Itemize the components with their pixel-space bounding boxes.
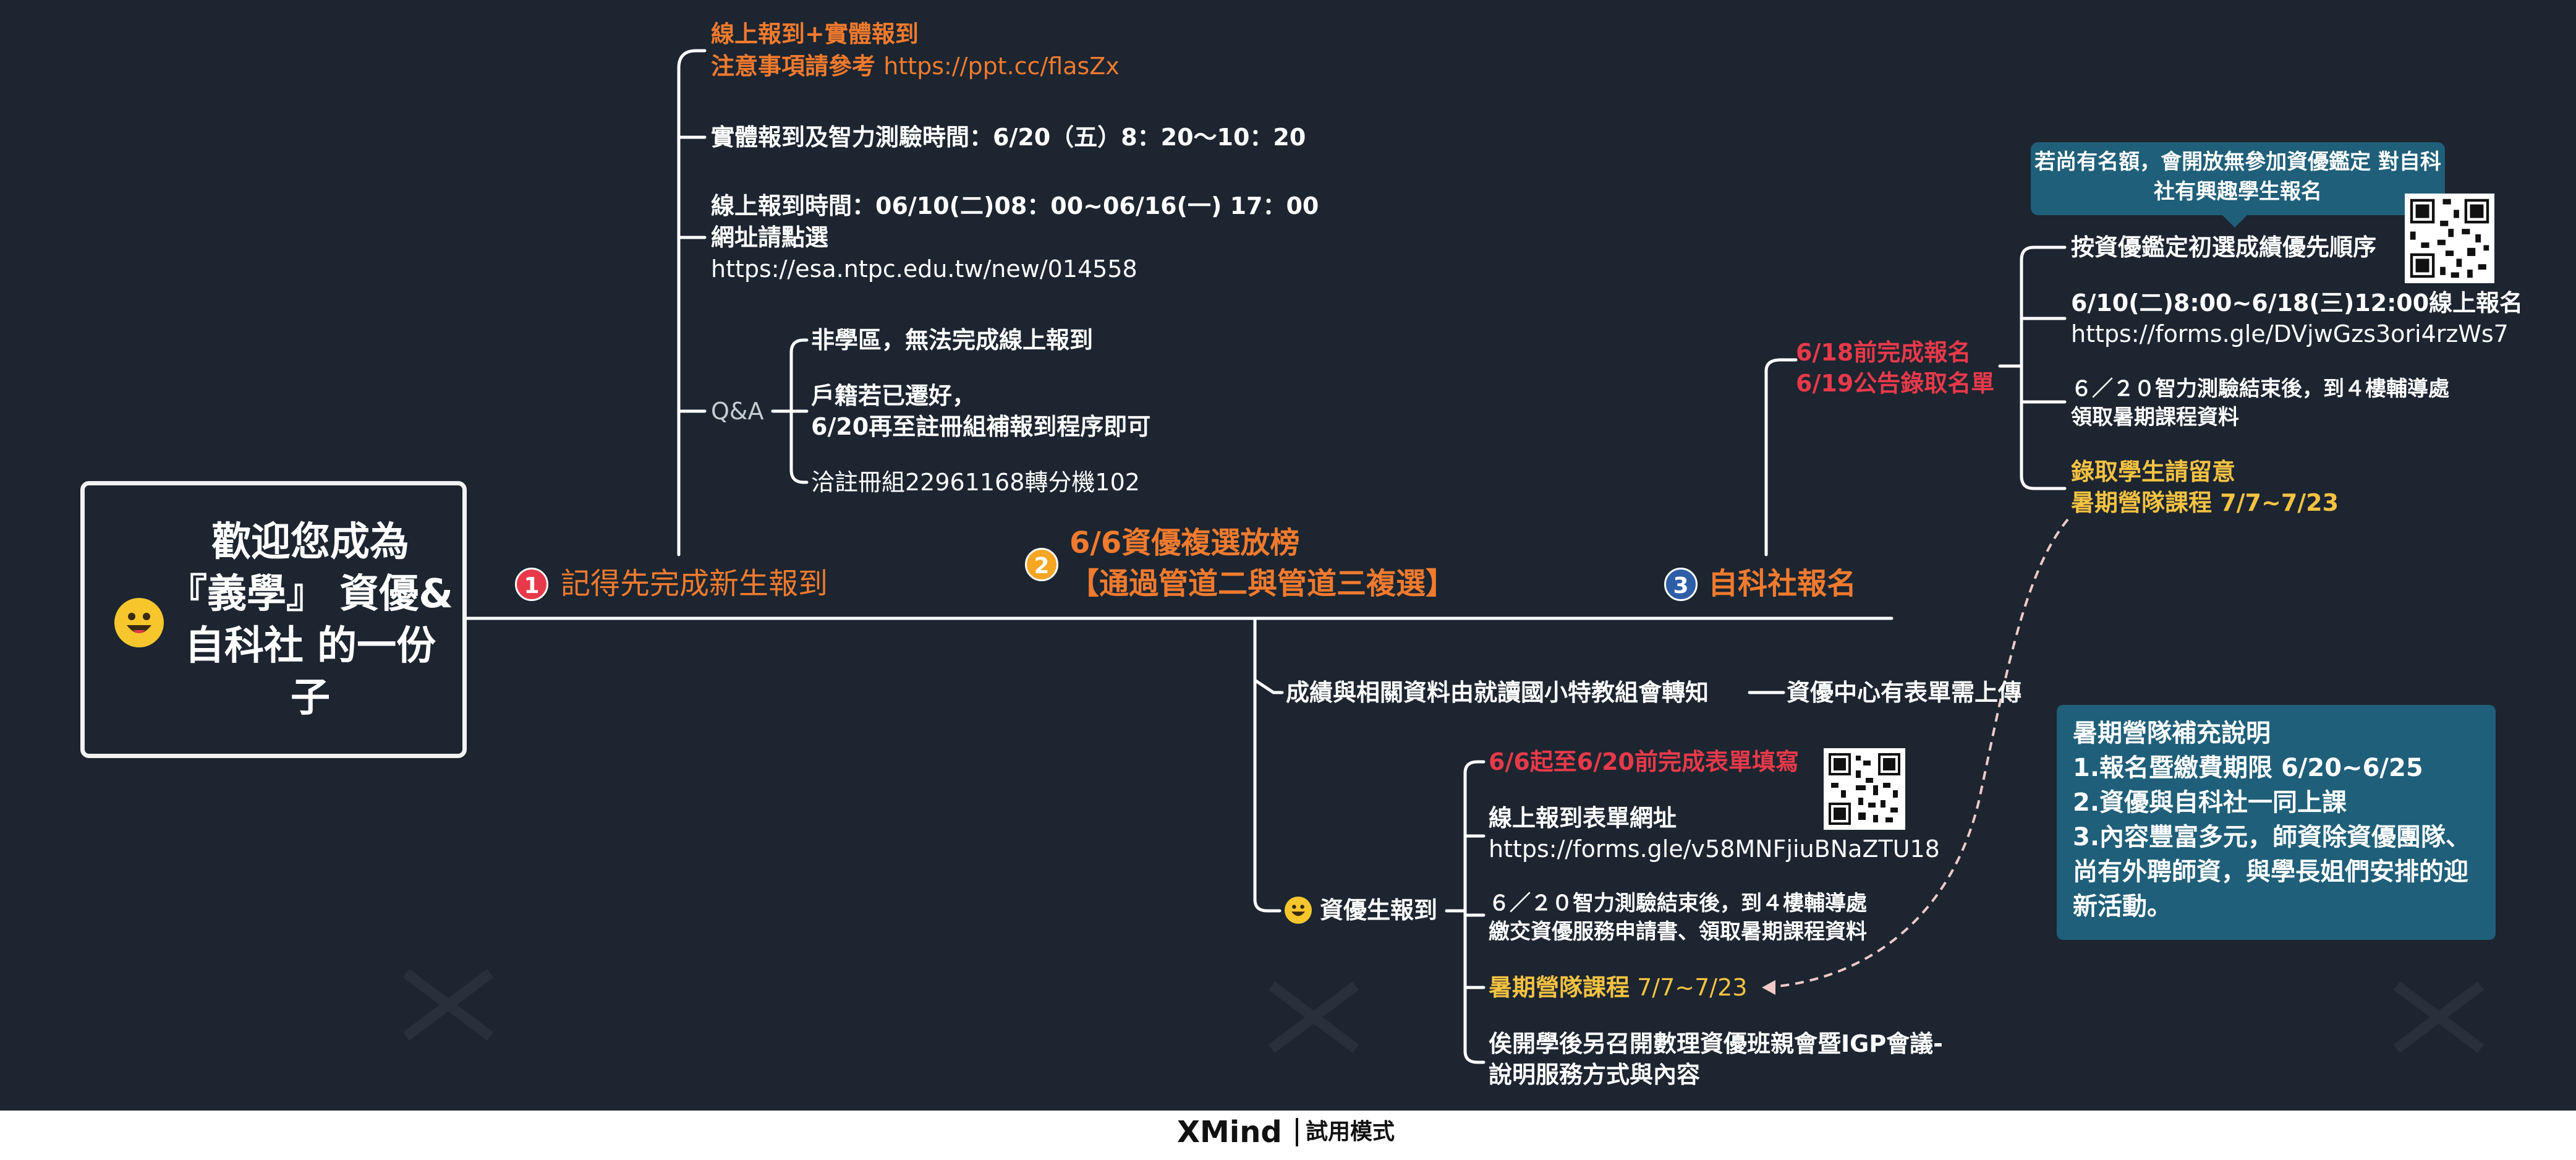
gifted-meeting[interactable]: 說明服務方式與內容 [1489, 1061, 1701, 1088]
smiley-icon [114, 598, 164, 647]
number-3-icon: 3 [1664, 568, 1698, 601]
transfer-note[interactable]: 資優中心有表單需上傳 [1787, 679, 2022, 706]
gifted-form-label[interactable]: 線上報到表單網址 [1489, 804, 1677, 832]
checkin-url[interactable]: https://esa.ntpc.edu.tw/new/014558 [711, 255, 1137, 283]
number-2-icon: 2 [1025, 548, 1058, 581]
trial-mode-label: 試用模式 [1306, 1119, 1395, 1145]
callout-text: 若尚有名額，會開放無參加資優鑑定 對自科社有興趣學生報名 [2034, 150, 2441, 204]
footer-divider [1296, 1118, 1298, 1146]
connector-lines [465, 49, 2069, 1064]
gifted-after-test[interactable]: 繳交資優服務申請書、領取暑期課程資料 [1489, 919, 1867, 944]
url-label: 網址請點選 [711, 224, 829, 251]
qa-item[interactable]: 非學區，無法完成線上報到 [811, 326, 1094, 354]
note-line: 2.資優與自科社一同上課 [2073, 788, 2347, 817]
club-announcement[interactable]: 6/19公告錄取名單 [1796, 370, 1995, 397]
smiley-icon [1285, 897, 1312, 924]
club-deadline[interactable]: 6/18前完成報名 [1796, 339, 1971, 366]
online-physical-checkin[interactable]: 線上報到+實體報到 [711, 20, 919, 48]
qa-item[interactable]: 6/20再至註冊組補報到程序即可 [811, 413, 1151, 440]
branch-1-topic[interactable]: 記得先完成新生報到 [561, 566, 828, 601]
branch-2-topic-line2[interactable]: 【通過管道二與管道三複選】 [1069, 566, 1456, 601]
callout-pointer [2221, 214, 2248, 228]
gifted-meeting[interactable]: 俟開學後另召開數理資優班親會暨IGP會議- [1489, 1030, 1943, 1057]
qa-topic[interactable]: Q&A [711, 398, 764, 425]
root-title: 歡迎您成為 『義學』 資優&自科社 的一份子 [167, 519, 454, 721]
note-line: 3.內容豐富多元，師資除資優團隊、尚有外聘師資，與學長姐們安排的迎新活動。 [2073, 823, 2471, 921]
summer-camp-label: 暑期營隊課程 [1489, 974, 1630, 1001]
qr-code-icon [1824, 748, 1905, 830]
gifted-checkin-topic[interactable]: 資優生報到 [1320, 897, 1438, 924]
xmind-watermark-icon [402, 969, 494, 1041]
xmind-watermark-icon [2393, 981, 2485, 1053]
notice-reference-label: 注意事項請參考 [711, 53, 884, 80]
mind-map-canvas: 歡迎您成為 『義學』 資優&自科社 的一份子 1 記得先完成新生報到 線上報到+… [0, 0, 2576, 1111]
gifted-after-test[interactable]: ６／２０智力測驗結束後，到４樓輔導處 [1489, 891, 1867, 916]
qr-code-icon [2405, 194, 2494, 283]
notice-reference-link[interactable]: https://ppt.cc/flasZx [883, 53, 1120, 80]
xmind-logo: XMind [1177, 1115, 1282, 1149]
note-line: 1.報名暨繳費期限 6/20~6/25 [2073, 754, 2423, 782]
gifted-summer-camp[interactable]: 暑期營隊課程 7/7~7/23 [1489, 972, 1747, 1003]
gifted-deadline[interactable]: 6/6起至6/20前完成表單填寫 [1489, 748, 1799, 775]
summer-camp-dates: 7/7~7/23 [1630, 974, 1748, 1001]
club-signup-time[interactable]: 6/10(二)8:00~6/18(三)12:00線上報名 [2071, 289, 2523, 317]
branch-2-topic-line1[interactable]: 6/6資優複選放榜 [1069, 526, 1300, 560]
notice-reference[interactable]: 注意事項請參考 https://ppt.cc/flasZx [711, 51, 1120, 82]
club-after-test[interactable]: 領取暑期課程資料 [2071, 405, 2239, 430]
summer-camp-note[interactable]: 暑期營隊補充說明 1.報名暨繳費期限 6/20~6/25 2.資優與自科社一同上… [2057, 705, 2496, 940]
branch-3-topic[interactable]: 自科社報名 [1708, 566, 1857, 601]
online-checkin-time[interactable]: 線上報到時間：06/10(二)08：00~06/16(一) 17：00 [711, 192, 1319, 220]
club-signup-url[interactable]: https://forms.gle/DVjwGzs3ori4rzWs7 [2071, 320, 2509, 348]
footer-bar [0, 1111, 2576, 1160]
root-topic[interactable]: 歡迎您成為 『義學』 資優&自科社 的一份子 [80, 481, 467, 758]
club-callout: 若尚有名額，會開放無參加資優鑑定 對自科社有興趣學生報名 [2031, 142, 2445, 215]
number-1-icon: 1 [515, 568, 548, 601]
club-summer-camp[interactable]: 暑期營隊課程 7/7~7/23 [2071, 489, 2339, 516]
qa-item[interactable]: 洽註冊組22961168轉分機102 [811, 469, 1140, 496]
xmind-watermark-icon [1268, 981, 1359, 1053]
gifted-form-url[interactable]: https://forms.gle/v58MNFjiuBNaZTU18 [1489, 835, 1940, 863]
qa-item[interactable]: 戶籍若已遷好， [811, 382, 976, 409]
club-admitted[interactable]: 錄取學生請留意 [2071, 458, 2236, 485]
club-after-test[interactable]: ６／２０智力測驗結束後，到４樓輔導處 [2071, 377, 2449, 401]
club-priority[interactable]: 按資優鑑定初選成績優先順序 [2071, 234, 2377, 261]
note-title: 暑期營隊補充說明 [2073, 719, 2271, 748]
physical-checkin-time[interactable]: 實體報到及智力測驗時間：6/20（五）8：20～10：20 [711, 124, 1306, 151]
transfer-item[interactable]: 成績與相關資料由就讀國小特教組會轉知 [1286, 679, 1709, 706]
